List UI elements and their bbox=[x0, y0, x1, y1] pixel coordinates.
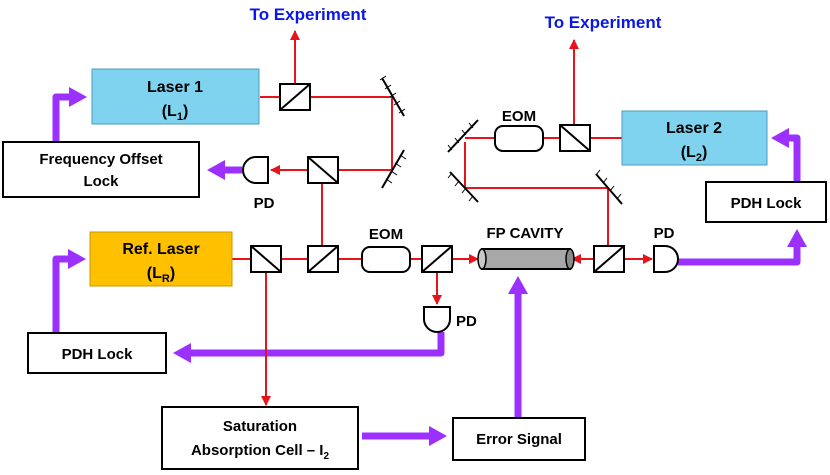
pd-left-label: PD bbox=[254, 195, 275, 212]
pd-center-label: PD bbox=[456, 313, 477, 330]
laser-1-name: Laser 1 bbox=[147, 79, 203, 96]
pd-center bbox=[423, 306, 451, 333]
pd-right bbox=[653, 245, 679, 273]
pdh-lock-left-box bbox=[27, 332, 167, 374]
frequency-offset-lock-line2: Lock bbox=[83, 173, 119, 190]
beam-splitter-ref-left bbox=[250, 245, 282, 273]
fp-cavity-label: FP CAVITY bbox=[487, 225, 564, 242]
mirror-bottom-center bbox=[447, 171, 479, 203]
error-signal-box bbox=[452, 417, 586, 461]
beam-splitter-laser2 bbox=[559, 124, 591, 152]
error-signal-label: Error Signal bbox=[476, 431, 562, 448]
laser-2-name: Laser 2 bbox=[666, 120, 722, 137]
laser-1 bbox=[91, 68, 260, 125]
pd-right-label: PD bbox=[654, 225, 675, 242]
to-experiment-left-label: To Experiment bbox=[250, 5, 367, 24]
pdh-lock-left-label: PDH Lock bbox=[62, 346, 134, 363]
signal-pdh-to-laser2 bbox=[771, 128, 801, 182]
frequency-offset-lock-box bbox=[2, 141, 200, 198]
pd-left bbox=[242, 156, 269, 184]
eom-bottom-label: EOM bbox=[369, 226, 403, 243]
mirror-mid-left bbox=[381, 149, 407, 189]
beam-splitter-center bbox=[421, 245, 453, 273]
eom-bottom bbox=[361, 246, 411, 273]
ref-laser bbox=[89, 231, 233, 287]
beam-splitter-cavity-right bbox=[593, 245, 625, 273]
fp-cavity bbox=[477, 248, 575, 270]
mirror-top-center bbox=[447, 119, 479, 153]
to-experiment-right-label: To Experiment bbox=[545, 13, 662, 32]
signal-fol-to-laser1 bbox=[52, 87, 87, 142]
laser-2 bbox=[621, 110, 768, 166]
frequency-offset-lock-line1: Frequency Offset bbox=[39, 151, 162, 168]
saturation-line2: Absorption Cell – I2 bbox=[191, 442, 330, 462]
eom-top-label: EOM bbox=[502, 108, 536, 125]
mirror-top-left bbox=[379, 75, 406, 117]
mirror-right bbox=[595, 169, 623, 205]
ref-laser-name: Ref. Laser bbox=[122, 241, 199, 258]
signal-pd-to-pdh-right bbox=[678, 229, 807, 266]
saturation-line1: Saturation bbox=[223, 418, 297, 435]
beam-splitter-ref-mid bbox=[307, 245, 339, 273]
saturation-cell-box bbox=[161, 406, 359, 470]
beam-splitter-top bbox=[279, 83, 311, 111]
eom-top bbox=[494, 125, 544, 152]
pdh-lock-right-box bbox=[705, 181, 827, 223]
signal-pdh-to-reflaser bbox=[52, 249, 86, 333]
beam-splitter-mid bbox=[307, 156, 339, 184]
pdh-lock-right-label: PDH Lock bbox=[731, 195, 803, 212]
signal-pd-to-pdh-left bbox=[173, 332, 445, 363]
